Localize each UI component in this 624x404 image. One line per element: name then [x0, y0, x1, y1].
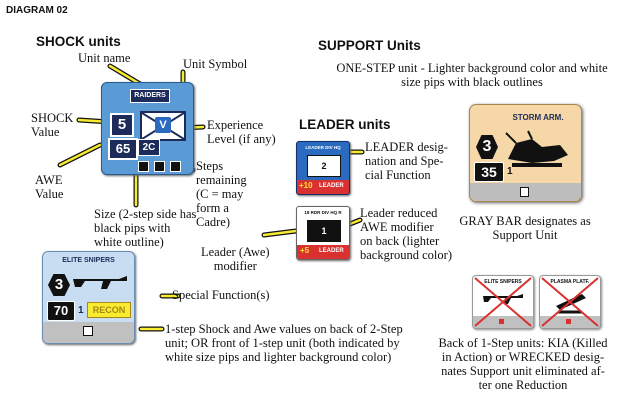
leader1-symbol: 2 — [307, 155, 341, 177]
leader-counter-front: LEADER DIV HQ 2 +10 LEADER — [296, 141, 350, 195]
leader2-value: 1 — [321, 226, 327, 236]
kia-plasma-name: PLASMA PLATF. — [550, 279, 590, 285]
elite-steps: 1 — [78, 305, 84, 316]
elite-gray-bar — [43, 322, 134, 343]
shock-counter: RAIDERS 5 V 65 2C — [101, 82, 194, 175]
support-gray-bar — [470, 183, 581, 201]
support-unit-name: STORM ARM. — [512, 113, 564, 122]
leader2-mod: +5 — [300, 246, 310, 255]
leader2-name: 18 RDR DIV HQ R — [304, 210, 342, 215]
mech-icon — [505, 130, 568, 167]
shock-value-box: 5 — [110, 113, 134, 137]
label-support-back: Back of 1-Step units: KIA (Killed in Act… — [438, 336, 608, 392]
label-awe-value: AWE Value — [35, 173, 64, 201]
leader2-tag: LEADER — [319, 248, 344, 254]
label-special-function: Special Function(s) — [172, 288, 270, 302]
unit-symbol: V — [140, 111, 186, 141]
elite-awe-value: 70 — [47, 301, 75, 321]
support-steps: 1 — [507, 166, 513, 177]
label-leader-reduced: Leader reduced AWE modifier on back (lig… — [360, 206, 452, 262]
leader1-value: 2 — [321, 161, 327, 171]
leader1-mod: +10 — [299, 181, 313, 190]
elite-shock-value: 3 — [48, 274, 70, 296]
size-pips — [138, 159, 181, 177]
wrecked-cross-icon — [541, 277, 599, 327]
leader2-symbol: 1 — [307, 220, 341, 242]
label-support-one-step: ONE-STEP unit - Lighter background color… — [336, 61, 608, 89]
label-size: Size (2-step side has black pips with wh… — [94, 207, 197, 249]
kia-counter-plasma: PLASMA PLATF. — [539, 275, 601, 329]
label-shock-value: SHOCK Value — [31, 111, 74, 139]
support-counter: STORM ARM. 3 35 1 — [469, 104, 582, 202]
support-awe-value: 35 — [474, 162, 504, 182]
support-shock-value: 3 — [476, 135, 498, 159]
leader1-red-bar: +10 LEADER — [297, 180, 349, 194]
rifle-icon — [483, 294, 523, 304]
leader-counter-back: 18 RDR DIV HQ R 1 +5 LEADER — [296, 206, 350, 260]
label-one-step-values: 1-step Shock and Awe values on back of 2… — [165, 322, 403, 364]
leader2-red-bar: +5 LEADER — [297, 245, 349, 259]
leader-heading: LEADER units — [299, 117, 391, 132]
leader1-name: LEADER DIV HQ — [305, 145, 341, 150]
label-leader-designation: LEADER desig- nation and Spe- cial Funct… — [365, 140, 448, 182]
kia-counter-elite: ELITE SNIPERS — [472, 275, 534, 329]
elite-function-box: RECON — [87, 302, 131, 318]
label-gray-bar: GRAY BAR designates as Support Unit — [459, 214, 591, 242]
label-unit-symbol: Unit Symbol — [183, 57, 248, 71]
shock-heading: SHOCK units — [36, 34, 121, 49]
label-unit-name: Unit name — [78, 51, 131, 65]
kia-elite-name: ELITE SNIPERS — [484, 279, 522, 285]
elite-counter: ELITE SNIPERS 3 70 1 RECON — [42, 251, 135, 344]
steps-box: 2C — [138, 139, 160, 156]
support-heading: SUPPORT Units — [318, 38, 421, 53]
elite-unit-name: ELITE SNIPERS — [62, 257, 115, 264]
experience-badge: V — [155, 117, 171, 133]
awe-value-box: 65 — [108, 138, 138, 160]
kia-elite-gray-bar — [473, 316, 533, 328]
rifle-icon — [73, 276, 127, 289]
kia-plasma-gray-bar — [540, 316, 600, 328]
label-steps: Steps remaining (C = may form a Cadre) — [196, 159, 247, 229]
leader1-tag: LEADER — [319, 183, 344, 189]
kia-cross-icon — [474, 277, 532, 327]
label-leader-awe-modifier: Leader (Awe) modifier — [201, 245, 270, 273]
shock-unit-name: RAIDERS — [130, 89, 170, 103]
diagram-title: DIAGRAM 02 — [6, 5, 68, 16]
label-experience: Experience Level (if any) — [207, 118, 276, 146]
